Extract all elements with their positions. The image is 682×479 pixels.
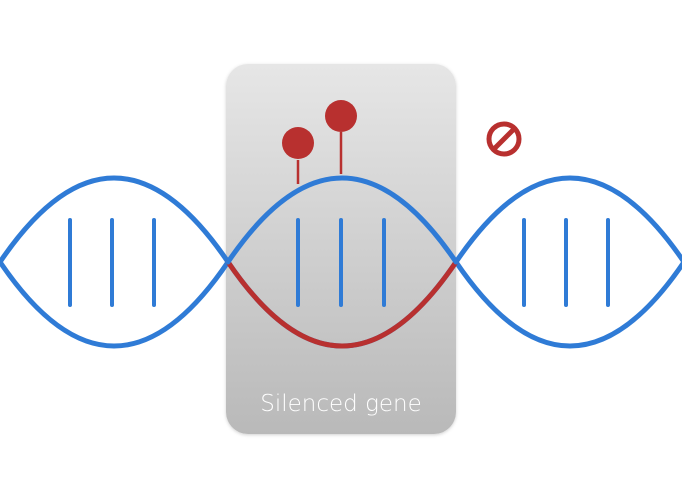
silenced-gene-label: Silenced gene (260, 391, 422, 417)
dna-strand-lower-left (0, 259, 231, 349)
dna-strand-lower-right (453, 259, 682, 349)
methyl-group-lollipop-icon (282, 100, 357, 184)
silenced-dna-strand (225, 259, 459, 349)
dna-strands (0, 175, 682, 349)
base-pair-rungs (68, 218, 610, 307)
prohibition-icon (486, 121, 522, 157)
dna-strand-upper-middle (225, 175, 459, 265)
